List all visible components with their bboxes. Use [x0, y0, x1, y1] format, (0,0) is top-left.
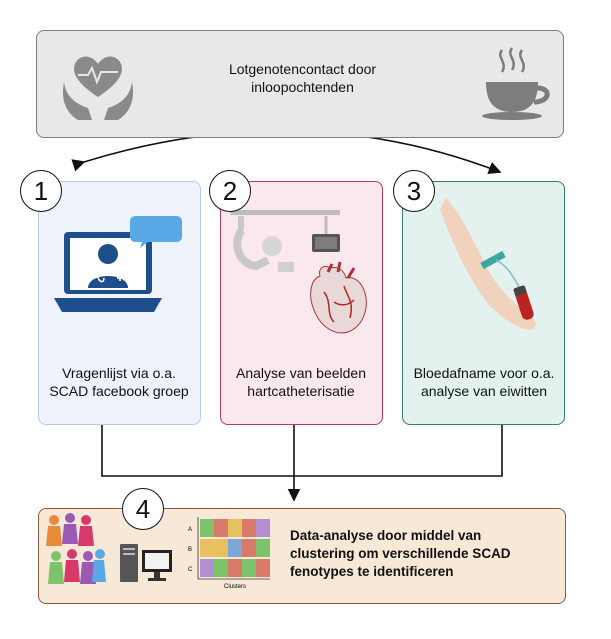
step-4-label: Data-analyse door middel van clustering … — [290, 528, 511, 579]
step-1-number: 1 — [20, 170, 62, 212]
chart-row-label: C — [188, 567, 193, 573]
cluster-cell — [256, 539, 270, 557]
cluster-cell — [256, 519, 270, 537]
step-1-label: Vragenlijst via o.a. SCAD facebook groep — [49, 365, 189, 399]
cluster-cell — [200, 559, 214, 577]
step-2-number: 2 — [209, 170, 251, 212]
peer-contact-label: Lotgenotencontact door inloopochtenden — [228, 61, 377, 95]
cluster-cell — [228, 519, 242, 537]
cluster-cell — [242, 539, 256, 557]
merge-lines — [101, 425, 503, 496]
coffee-cup-icon — [482, 47, 550, 120]
heart-hands-icon — [62, 56, 134, 120]
peer-contact-box — [36, 30, 564, 138]
step-2-label: Analyse van beelden hartcatheterisatie — [236, 365, 366, 399]
blood-draw-arm-icon — [440, 198, 536, 330]
step-3-label: Bloedafname voor o.a. analyse van eiwitt… — [413, 365, 555, 399]
chart-row-label: B — [188, 547, 192, 553]
heart-icon — [310, 261, 367, 334]
cath-lab-icon — [230, 210, 340, 272]
step-3-number: 3 — [393, 170, 435, 212]
cluster-cell — [242, 559, 256, 577]
people-group-icon — [46, 513, 106, 584]
cluster-cell — [200, 519, 214, 537]
laptop-doctor-icon — [54, 216, 182, 312]
cluster-cell — [256, 559, 270, 577]
cluster-cell — [228, 559, 242, 577]
chart-xlabel: Clusters — [224, 584, 246, 590]
cluster-cell — [214, 539, 228, 557]
cluster-cell — [242, 519, 256, 537]
cluster-cell — [228, 539, 242, 557]
step-4-number: 4 — [122, 488, 164, 530]
computer-icon — [120, 544, 172, 582]
step-3-panel — [402, 181, 565, 425]
cluster-cell — [214, 559, 228, 577]
chart-row-label: A — [188, 527, 192, 533]
cluster-chart: A B C Clusters — [188, 517, 270, 590]
cluster-cell — [214, 519, 228, 537]
cluster-cell — [200, 539, 214, 557]
